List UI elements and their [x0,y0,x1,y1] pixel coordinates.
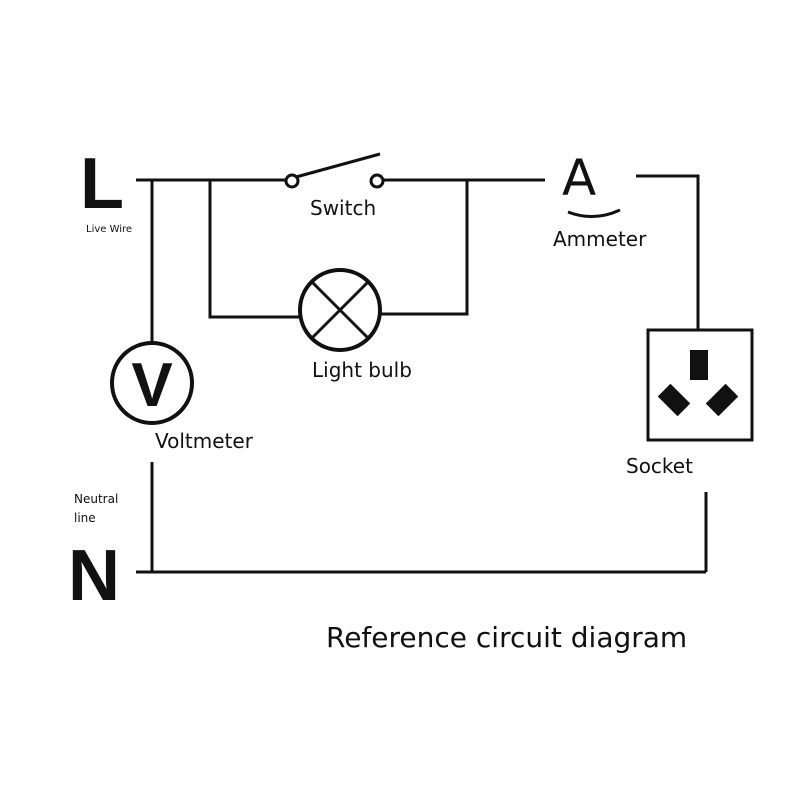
svg-text:V: V [131,351,172,420]
ammeter-label: Ammeter [553,227,647,251]
voltmeter-label: Voltmeter [155,429,254,453]
socket-label: Socket [626,454,693,478]
light-bulb-label: Light bulb [312,358,412,382]
socket-symbol [646,328,754,442]
neutral-terminal-letter: N [68,536,120,616]
right-wire-top [636,174,700,330]
ammeter-symbol: A [562,149,596,207]
voltmeter-symbol: V [110,341,194,425]
switch-label: Switch [310,196,376,220]
bulb-branch-right [380,180,469,316]
bulb-branch-left [208,180,300,319]
live-wire-caption: Live Wire [86,224,132,235]
live-terminal-letter: L [80,144,124,224]
diagram-caption: Reference circuit diagram [326,621,687,654]
switch-symbol [284,152,385,189]
light-bulb-symbol [298,268,382,352]
neutral-caption-line1: Neutral [74,492,118,506]
ammeter-dial-arc [567,208,621,218]
neutral-caption-line2: line [74,511,96,525]
